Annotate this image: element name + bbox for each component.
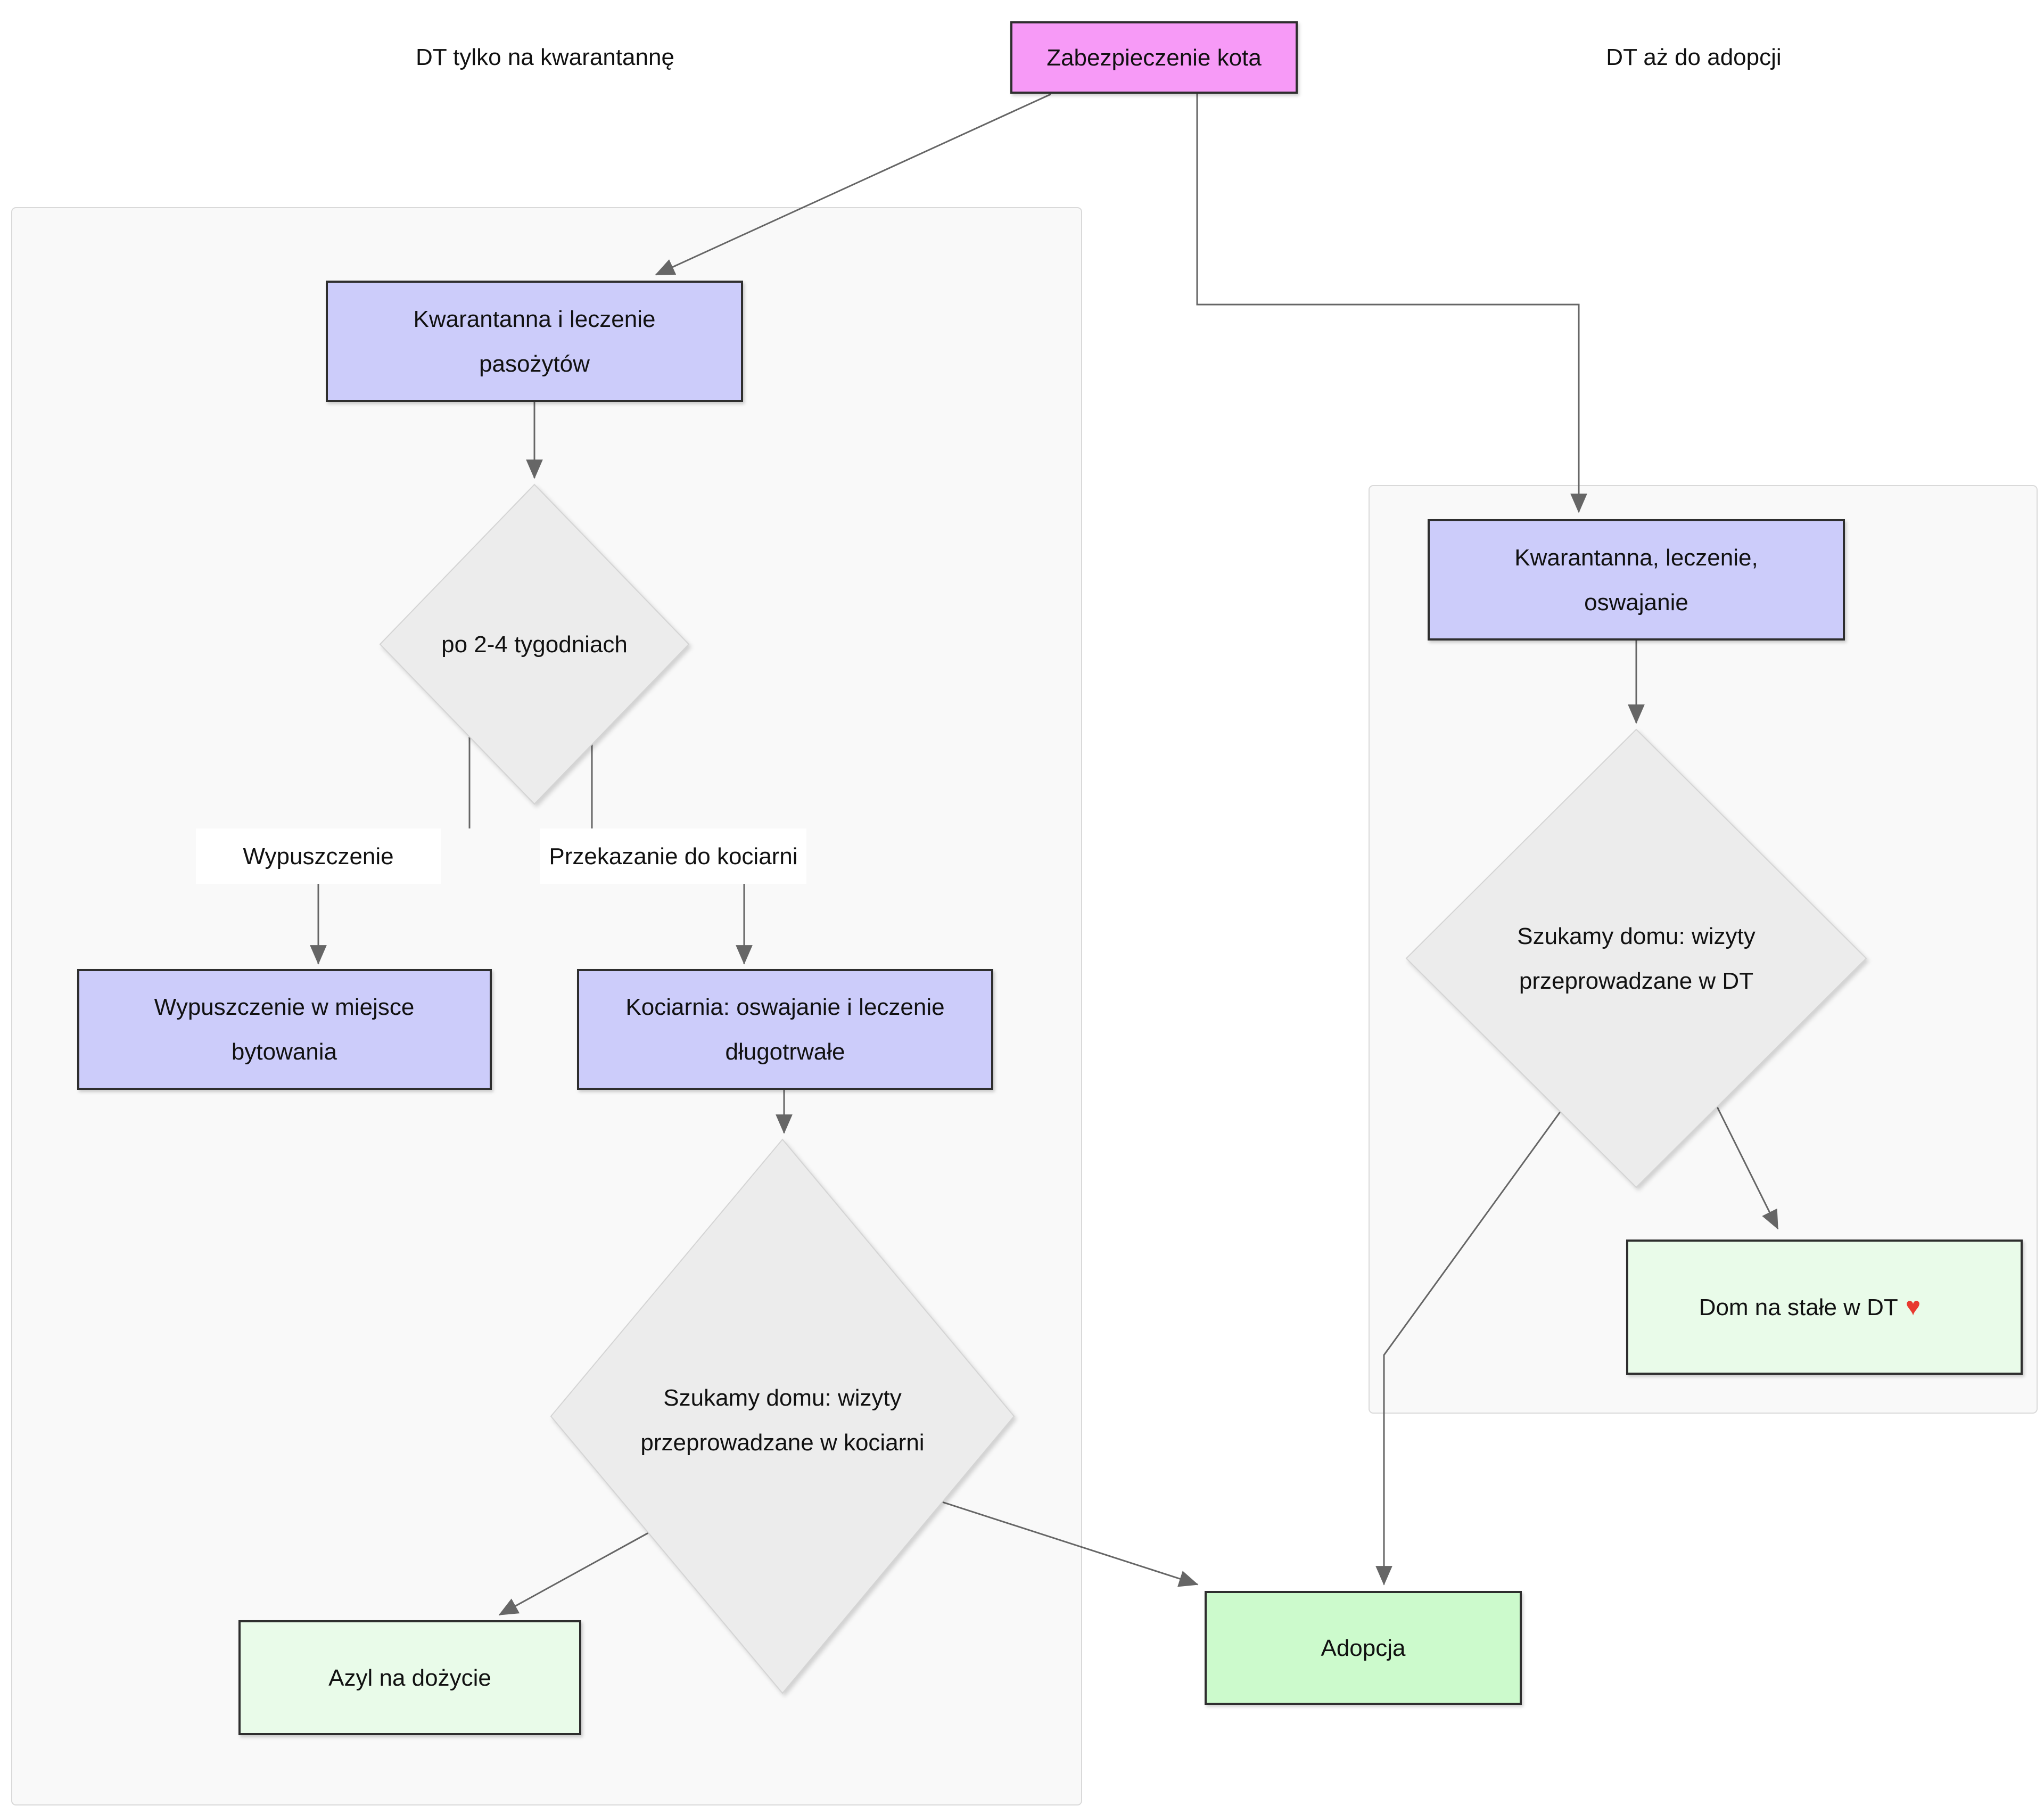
edge-search-to-asylum — [498, 1532, 649, 1616]
node-search-catroom-line1: Szukamy domu: wizyty — [663, 1385, 901, 1411]
node-quarantine-right-shape — [1428, 519, 1845, 641]
node-quarantine-right-line2: oswajanie — [1584, 589, 1688, 615]
node-quarantine-left-shape — [326, 281, 743, 402]
node-quarantine-right-line1: Kwarantanna, leczenie, — [1514, 545, 1758, 571]
node-search-dt-shape — [1405, 728, 1867, 1188]
node-search-dt-line1: Szukamy domu: wizyty — [1517, 923, 1755, 949]
node-catroom-line1: Kociarnia: oswajanie i leczenie — [625, 994, 944, 1020]
node-quarantine-left-line2: pasożytów — [479, 351, 590, 377]
node-secure-cat: Zabezpieczenie kota — [1010, 21, 1298, 94]
node-decision-weeks: po 2-4 tygodniach — [379, 483, 690, 805]
node-search-dt: Szukamy domu: wizyty przeprowadzane w DT — [1405, 728, 1867, 1188]
node-search-catroom-line2: przeprowadzane w kociarni — [640, 1430, 924, 1456]
node-adoption: Adopcja — [1205, 1591, 1522, 1705]
node-asylum-shape — [238, 1620, 581, 1735]
edge-label-release-text: Wypuszczenie — [243, 843, 393, 869]
edge-label-release: Wypuszczenie — [196, 828, 441, 884]
edge-search-dt-to-adoption — [1375, 1111, 1562, 1586]
edge-label-transfer-text: Przekazanie do kociarni — [549, 843, 797, 869]
edge-search-to-adoption — [942, 1501, 1199, 1587]
node-secure-cat-shape — [1010, 21, 1298, 94]
node-catroom: Kociarnia: oswajanie i leczenie długotrw… — [577, 969, 993, 1090]
node-home-dt: Dom na stałe w DT♥ — [1626, 1240, 2023, 1375]
node-release-site: Wypuszczenie w miejsce bytowania — [77, 969, 492, 1090]
node-home-dt-label: Dom na stałe w DT♥ — [1699, 1293, 1921, 1321]
node-asylum: Azyl na dożycie — [238, 1620, 581, 1735]
edge-secure-to-quarantine-left — [655, 93, 1051, 276]
node-decision-weeks-label: po 2-4 tygodniach — [441, 631, 628, 658]
node-search-dt-line2: przeprowadzane w DT — [1519, 968, 1753, 994]
node-adoption-shape — [1205, 1591, 1522, 1705]
node-release-site-shape — [77, 969, 492, 1090]
heart-icon: ♥ — [1906, 1293, 1921, 1321]
node-decision-weeks-shape — [379, 483, 690, 805]
edge-secure-to-quarantine-right — [1196, 93, 1587, 513]
node-home-dt-shape — [1626, 1240, 2023, 1375]
node-quarantine-left: Kwarantanna i leczenie pasożytów — [326, 281, 743, 402]
node-release-site-line1: Wypuszczenie w miejsce — [154, 994, 415, 1020]
node-release-site-line2: bytowania — [232, 1039, 337, 1065]
node-catroom-shape — [577, 969, 993, 1090]
branch-label-right: DT aż do adopcji — [1606, 44, 1781, 70]
branch-label-left: DT tylko na kwarantannę — [416, 44, 674, 70]
node-asylum-label: Azyl na dożycie — [328, 1665, 491, 1691]
node-quarantine-left-line1: Kwarantanna i leczenie — [414, 306, 656, 332]
node-search-catroom-shape — [550, 1138, 1015, 1694]
node-secure-cat-label: Zabezpieczenie kota — [1046, 45, 1262, 71]
edge-search-dt-to-home — [1716, 1106, 1779, 1230]
node-quarantine-right: Kwarantanna, leczenie, oswajanie — [1428, 519, 1845, 641]
node-adoption-label: Adopcja — [1321, 1635, 1406, 1661]
node-catroom-line2: długotrwałe — [725, 1039, 845, 1065]
node-search-catroom: Szukamy domu: wizyty przeprowadzane w ko… — [550, 1138, 1015, 1694]
edge-label-transfer: Przekazanie do kociarni — [540, 828, 806, 884]
